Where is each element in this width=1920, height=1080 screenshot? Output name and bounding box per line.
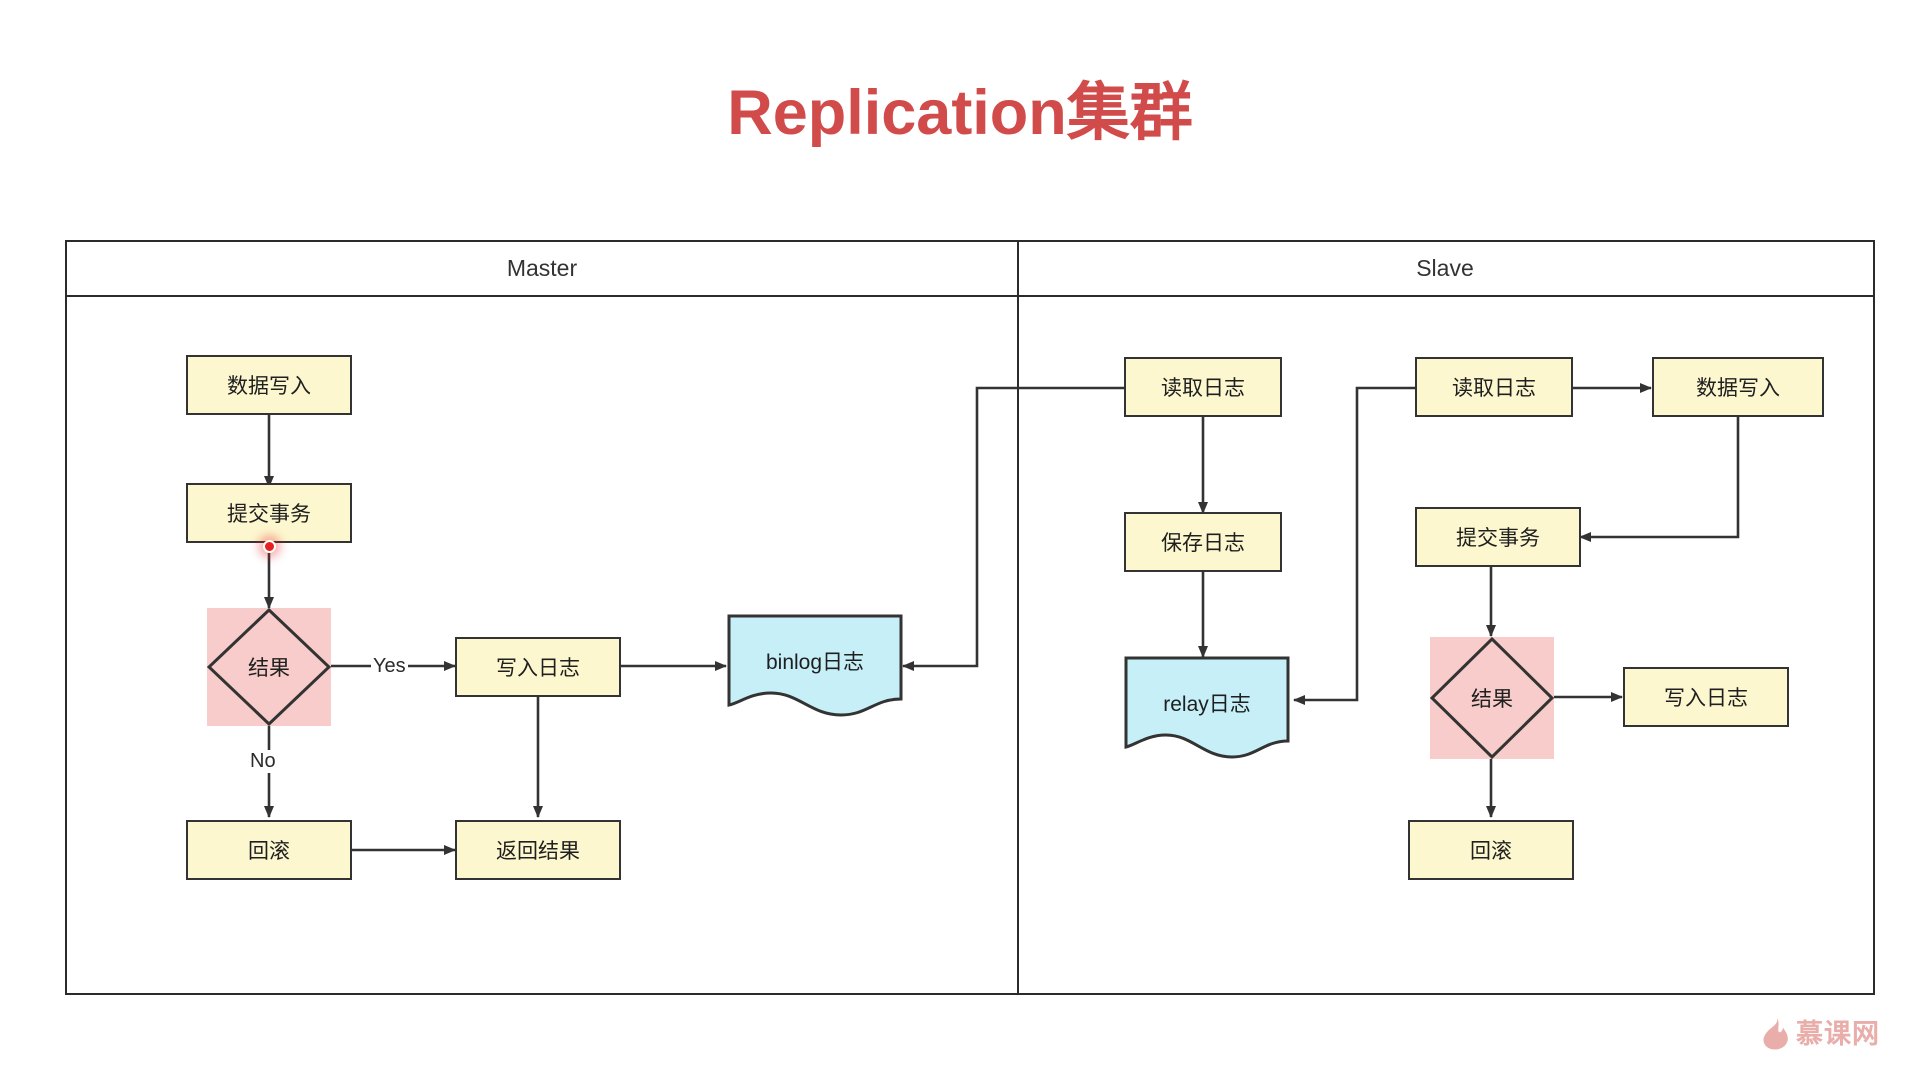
node-slave-result[interactable]: 结果 [1430,637,1554,759]
node-label: 数据写入 [227,375,311,398]
connection-hotspot[interactable] [263,540,276,553]
node-label: 读取日志 [1161,377,1245,400]
node-master-return-result[interactable]: 返回结果 [455,820,621,880]
node-master-result[interactable]: 结果 [207,608,331,726]
node-master-data-write[interactable]: 数据写入 [186,355,352,415]
node-label: 回滚 [248,840,290,863]
flame-icon [1763,1018,1788,1050]
node-label: 保存日志 [1161,532,1245,555]
document-shape [727,614,903,717]
node-master-write-log[interactable]: 写入日志 [455,637,621,697]
node-label: 写入日志 [1664,687,1748,710]
node-master-rollback[interactable]: 回滚 [186,820,352,880]
node-label: 结果 [248,657,290,680]
lane-divider [1017,242,1019,993]
node-slave-relay-log[interactable]: relay日志 [1124,655,1290,760]
diamond-shape [1430,637,1554,759]
node-label: 数据写入 [1696,377,1780,400]
node-label: 结果 [1471,688,1513,711]
node-slave-rollback[interactable]: 回滚 [1408,820,1574,880]
page-title: Replication集群 [727,78,1193,148]
node-slave-save-log[interactable]: 保存日志 [1124,512,1282,572]
lane-label-master: Master [506,255,578,281]
node-label: binlog日志 [765,650,865,674]
node-master-binlog[interactable]: binlog日志 [727,613,903,718]
lane-header-slave: Slave [1017,242,1873,297]
node-master-commit-tx[interactable]: 提交事务 [186,483,352,543]
node-label: 读取日志 [1452,377,1536,400]
edge-label-no: No [248,750,278,773]
node-slave-data-write[interactable]: 数据写入 [1652,357,1824,417]
node-slave-commit-tx[interactable]: 提交事务 [1415,507,1581,567]
node-label: 写入日志 [496,657,580,680]
watermark: 慕课网 [1762,1018,1880,1050]
node-label: 回滚 [1470,840,1512,863]
node-label: 提交事务 [1456,527,1540,550]
edge-label-yes: Yes [371,655,408,678]
node-slave-read-log-io[interactable]: 读取日志 [1124,357,1282,417]
swimlane-frame: Master Slave [65,240,1875,995]
node-label: 提交事务 [227,503,311,526]
document-shape [1124,656,1290,759]
watermark-text: 慕课网 [1796,1018,1880,1049]
node-label: 返回结果 [496,840,580,863]
node-label: relay日志 [1163,692,1251,716]
node-slave-write-log[interactable]: 写入日志 [1623,667,1789,727]
lane-header-master: Master [67,242,1017,297]
lane-label-slave: Slave [1416,255,1474,281]
node-slave-read-log-sql[interactable]: 读取日志 [1415,357,1573,417]
